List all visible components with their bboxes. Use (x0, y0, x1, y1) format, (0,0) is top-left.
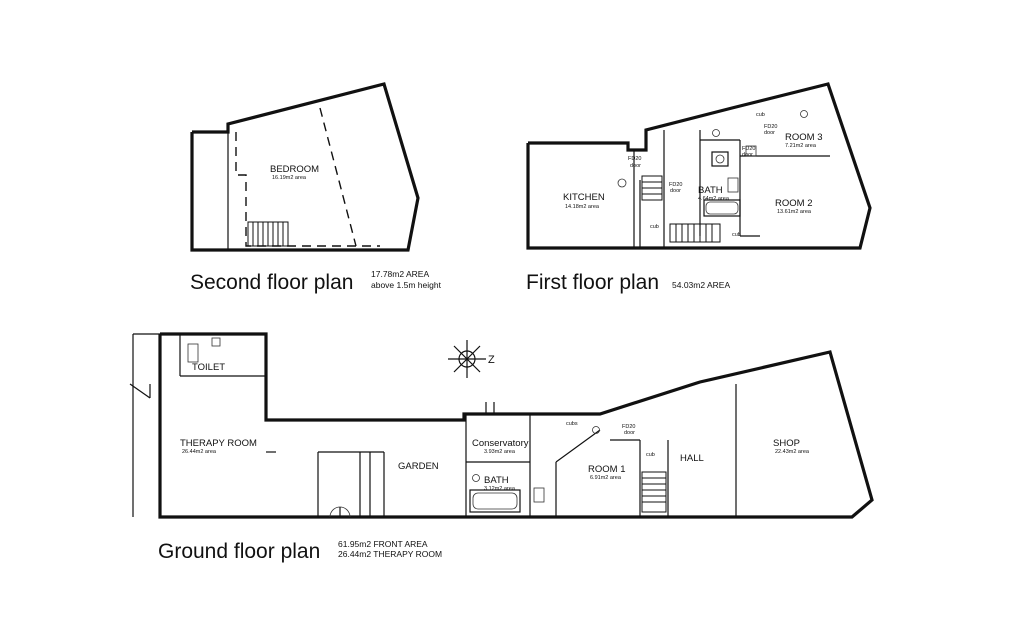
ground-floor-stairs (641, 471, 667, 513)
first-floor-title: First floor plan (526, 271, 659, 294)
first-door-room3: door (764, 130, 775, 136)
toilet-label: TOILET (192, 362, 225, 373)
room1-label: ROOM 1 (588, 464, 625, 475)
first-floor-plan: KITCHEN 14.18m2 area BATH 4.64m2 area RO… (526, 82, 872, 294)
hall-label: HALL (680, 453, 704, 464)
room1-area: 6.91m2 area (590, 475, 622, 481)
second-floor-height-note: above 1.5m height (371, 280, 442, 290)
ground-fd20: FD20 (622, 424, 635, 430)
first-fd20-kitchen: FD20 (628, 156, 641, 162)
first-bath-area: 4.64m2 area (698, 196, 730, 202)
room3-label: ROOM 3 (785, 132, 822, 143)
ground-floor-walls (158, 332, 874, 519)
ground-bath-label: BATH (484, 475, 509, 486)
first-fd20-room2: FD20 (742, 146, 755, 152)
first-cub-2: cub (732, 232, 741, 238)
first-fd20-bath: FD20 (669, 182, 682, 188)
compass-letter: Z (488, 354, 495, 366)
ground-door: door (624, 430, 635, 436)
garden-label: GARDEN (398, 461, 439, 472)
second-floor-plan: BEDROOM 16.19m2 area Second floor plan 1… (190, 82, 442, 294)
room3-area: 7.21m2 area (785, 143, 817, 149)
conservatory-area: 3.93m2 area (484, 449, 516, 455)
first-cub-1: cub (650, 224, 659, 230)
first-floor-walls (526, 82, 872, 250)
kitchen-label: KITCHEN (563, 192, 605, 203)
second-floor-stairs (247, 221, 289, 247)
therapy-room-label: THERAPY ROOM (180, 438, 257, 449)
ground-bath-area: 3.12m2 area (484, 486, 516, 492)
ground-floor-plan: TOILET THERAPY ROOM 26.44m2 area GARDEN … (129, 332, 874, 563)
first-door-room2: door (742, 152, 753, 158)
bedroom-area: 16.19m2 area (272, 175, 307, 181)
second-floor-title: Second floor plan (190, 271, 353, 294)
second-floor-area-note: 17.78m2 AREA (371, 269, 429, 279)
conservatory-label: Conservatory (472, 438, 529, 449)
ground-floor-front-area-note: 61.95m2 FRONT AREA (338, 539, 428, 549)
first-door-bath: door (670, 188, 681, 194)
shop-label: SHOP (773, 438, 800, 449)
bedroom-label: BEDROOM (270, 164, 319, 175)
first-fd20-room3: FD20 (764, 124, 777, 130)
ground-floor-title: Ground floor plan (158, 540, 320, 563)
room2-label: ROOM 2 (775, 198, 812, 209)
first-floor-stairs (641, 175, 721, 243)
kitchen-area: 14.18m2 area (565, 204, 600, 210)
shop-area: 22.43m2 area (775, 449, 810, 455)
first-bath-label: BATH (698, 185, 723, 196)
first-cub-3: cub (756, 112, 765, 118)
ground-cubs: cubs (566, 421, 578, 427)
north-compass: Z (448, 340, 495, 378)
first-door-kitchen: door (630, 163, 641, 169)
second-floor-height-line (235, 132, 380, 247)
first-floor-area-note: 54.03m2 AREA (672, 280, 730, 290)
ground-cub: cub (646, 452, 655, 458)
room2-area: 13.61m2 area (777, 209, 812, 215)
therapy-room-area: 26.44m2 area (182, 449, 217, 455)
ground-floor-therapy-area-note: 26.44m2 THERAPY ROOM (338, 549, 442, 559)
